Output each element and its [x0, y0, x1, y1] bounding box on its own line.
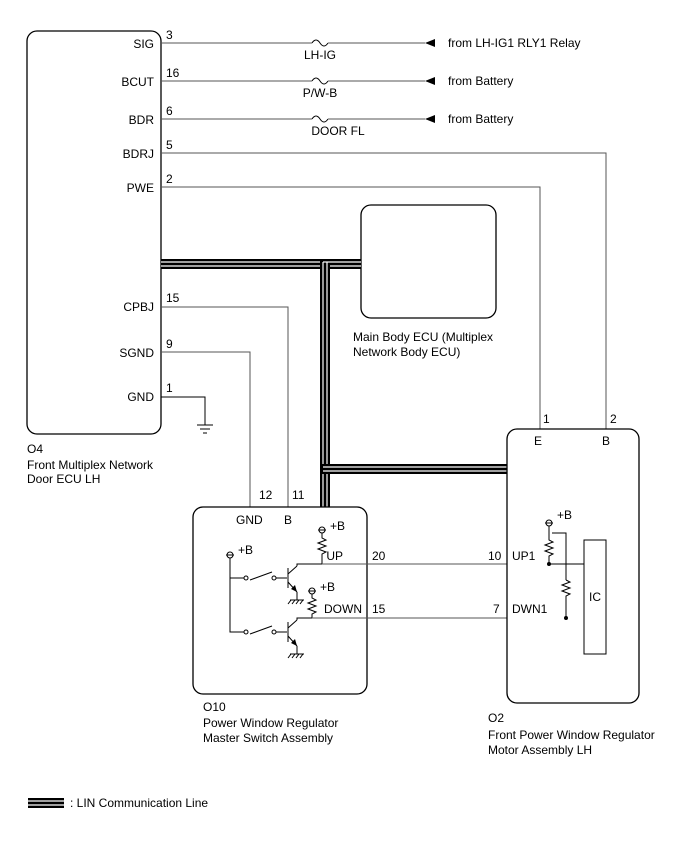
legend-text: : LIN Communication Line — [70, 796, 208, 810]
main-body-ecu-box — [360, 204, 497, 319]
motor-box — [506, 428, 640, 704]
terminal-pwe: PWE — [127, 181, 154, 195]
ic-label: IC — [589, 590, 601, 604]
master-switch-name-line2: Master Switch Assembly — [203, 731, 333, 745]
pin-3: 3 — [166, 28, 173, 42]
power-supply-wires: LH-IG from LH-IG1 RLY1 Relay P/W-B from … — [161, 36, 607, 431]
master-switch-name-line1: Power Window Regulator — [203, 716, 338, 730]
pin-15-o10: 15 — [372, 602, 386, 616]
motor-name-line1: Front Power Window Regulator — [488, 728, 655, 742]
motor-o2: 1 2 E B 10 7 UP1 DWN1 IC +B O2 Front Pow… — [488, 412, 655, 757]
ecu-o4-box — [26, 30, 162, 435]
terminal-bdr: BDR — [129, 113, 155, 127]
ic-chip — [583, 539, 607, 655]
master-switch-code: O10 — [203, 700, 226, 714]
pin-9: 9 — [166, 337, 173, 351]
legend: : LIN Communication Line — [28, 796, 208, 810]
arrow-left-icon — [425, 39, 435, 47]
transistor-down-icon — [287, 617, 312, 659]
main-body-ecu-line1: Main Body ECU (Multiplex — [353, 330, 493, 344]
source-battery-1: from Battery — [448, 74, 513, 88]
ecu-o4: SIG BCUT BDR BDRJ PWE CPBJ SGND GND 3 16… — [26, 28, 180, 486]
plus-b-down: +B — [320, 580, 335, 594]
terminal-down: DOWN — [324, 602, 362, 616]
terminal-e: E — [534, 434, 542, 448]
terminal-bdrj: BDRJ — [123, 147, 154, 161]
pin-7: 7 — [493, 602, 500, 616]
pin-16: 16 — [166, 66, 180, 80]
pin-10: 10 — [488, 549, 502, 563]
wire-bdrj — [161, 152, 607, 431]
motor-code: O2 — [488, 711, 504, 725]
resistor-up1-icon — [543, 526, 555, 564]
terminal-cpbj: CPBJ — [123, 300, 154, 314]
plus-b-left: +B — [238, 543, 253, 557]
pin-1: 1 — [166, 381, 173, 395]
pin-12: 12 — [259, 488, 273, 502]
lin-bus — [161, 259, 507, 507]
master-switch-box — [192, 506, 368, 695]
wire-sgnd — [161, 351, 251, 507]
fuse-pw-b-label: P/W-B — [303, 86, 337, 100]
fuse-lh-ig-icon — [311, 39, 329, 47]
plus-b-motor: +B — [557, 508, 572, 522]
source-lh-ig1-relay: from LH-IG1 RLY1 Relay — [448, 36, 581, 50]
resistor-dwn1-icon — [560, 579, 572, 618]
pin-15: 15 — [166, 291, 180, 305]
up-switch-contact-icon — [249, 571, 273, 581]
ecu-o4-code: O4 — [27, 442, 43, 456]
master-switch-o10: 12 11 GND B UP DOWN 20 15 +B — [192, 488, 386, 745]
arrow-left-icon — [425, 115, 435, 123]
ground-icon — [197, 424, 213, 434]
resistor-down-icon — [306, 594, 318, 618]
motor-name-line2: Motor Assembly LH — [488, 743, 592, 757]
pin-6: 6 — [166, 104, 173, 118]
plus-b-up: +B — [330, 519, 345, 533]
terminal-b-o2: B — [602, 434, 610, 448]
terminal-sgnd: SGND — [119, 346, 154, 360]
pin-2-o2: 2 — [610, 412, 617, 426]
pin-5: 5 — [166, 138, 173, 152]
terminal-bcut: BCUT — [121, 75, 154, 89]
pin-2: 2 — [166, 172, 173, 186]
source-battery-2: from Battery — [448, 112, 513, 126]
wire-pwe — [161, 186, 541, 431]
terminal-gnd-o10: GND — [236, 513, 263, 527]
terminal-dwn1: DWN1 — [512, 602, 548, 616]
resistor-up-icon — [316, 533, 328, 564]
terminal-sig: SIG — [133, 37, 154, 51]
transistor-up-icon — [287, 563, 322, 605]
main-body-ecu: Main Body ECU (Multiplex Network Body EC… — [353, 204, 497, 359]
fuse-pw-b-icon — [311, 77, 329, 85]
down-switch-contact-icon — [249, 625, 273, 635]
fuse-door-fl-icon — [311, 115, 329, 123]
main-body-ecu-line2: Network Body ECU) — [353, 345, 460, 359]
lin-legend-icon — [28, 798, 64, 808]
pin-11: 11 — [292, 488, 305, 502]
wire-cpbj — [161, 306, 289, 507]
ecu-o4-name-line2: Door ECU LH — [27, 472, 100, 486]
arrow-left-icon — [425, 77, 435, 85]
pin-20: 20 — [372, 549, 386, 563]
fuse-lh-ig-label: LH-IG — [304, 48, 336, 62]
switch-wires — [161, 306, 289, 507]
pin-1-o2: 1 — [543, 412, 550, 426]
wire-gnd — [161, 396, 206, 425]
terminal-up: UP — [326, 549, 343, 563]
ecu-o4-name-line1: Front Multiplex Network — [27, 458, 154, 472]
terminal-b-o10: B — [284, 513, 292, 527]
terminal-up1: UP1 — [512, 549, 536, 563]
terminal-gnd: GND — [127, 390, 154, 404]
fuse-door-fl-label: DOOR FL — [311, 124, 365, 138]
